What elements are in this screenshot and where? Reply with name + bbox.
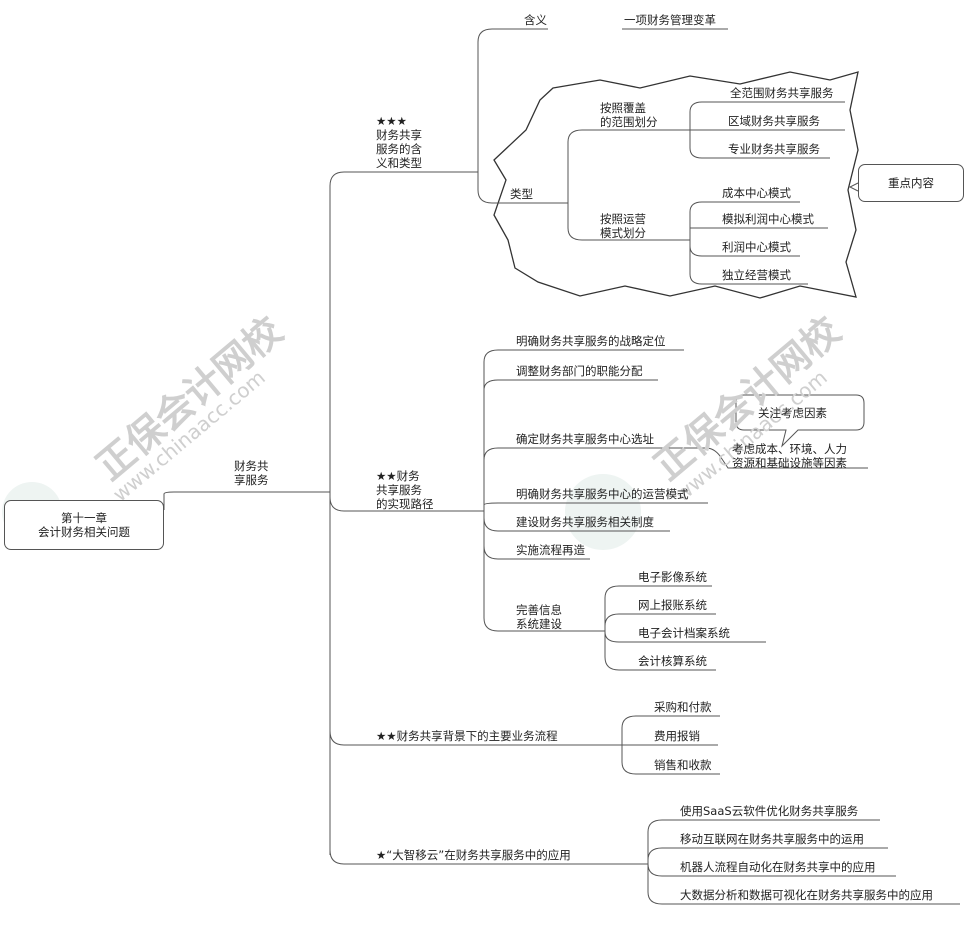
meaning-label[interactable]: 含义	[524, 13, 547, 27]
branch-path[interactable]: ★★财务 共享服务 的实现路径	[376, 469, 434, 511]
info-system-label[interactable]: 完善信息 系统建设	[516, 603, 562, 631]
by-scope-label[interactable]: 按照覆盖 的范围划分	[600, 101, 658, 129]
path-item[interactable]: 实施流程再造	[516, 543, 585, 557]
tech-item[interactable]: 大数据分析和数据可视化在财务共享服务中的应用	[680, 888, 933, 902]
site-note-text: 考虑成本、环境、人力 资源和基础设施等因素	[732, 442, 847, 470]
process-item[interactable]: 采购和付款	[654, 700, 712, 714]
callout-box: 重点内容	[858, 164, 964, 202]
site-note-bubble: 关注考虑因素	[758, 406, 827, 420]
branch-meaning-types[interactable]: ★★★ 财务共享 服务的含 义和类型	[376, 114, 422, 170]
tech-item[interactable]: 使用SaaS云软件优化财务共享服务	[680, 804, 859, 818]
watermark-logo-right	[565, 474, 641, 550]
operation-item[interactable]: 独立经营模式	[722, 268, 791, 282]
types-label[interactable]: 类型	[510, 187, 533, 201]
path-item[interactable]: 建设财务共享服务相关制度	[516, 515, 654, 529]
branch-processes[interactable]: ★★财务共享背景下的主要业务流程	[376, 729, 558, 743]
scope-item[interactable]: 全范围财务共享服务	[730, 86, 834, 100]
path-item[interactable]: 明确财务共享服务中心的运营模式	[516, 487, 689, 501]
info-system-item[interactable]: 电子影像系统	[638, 570, 707, 584]
operation-item[interactable]: 利润中心模式	[722, 240, 791, 254]
info-system-item[interactable]: 网上报账系统	[638, 598, 707, 612]
level1-label[interactable]: 财务共 享服务	[234, 459, 269, 487]
highlight-cloud	[493, 71, 859, 299]
by-operation-label[interactable]: 按照运营 模式划分	[600, 212, 646, 240]
tech-item[interactable]: 机器人流程自动化在财务共享中的应用	[680, 860, 876, 874]
scope-item[interactable]: 专业财务共享服务	[728, 142, 820, 156]
path-item[interactable]: 明确财务共享服务的战略定位	[516, 334, 666, 348]
branch-tech[interactable]: ★“大智移云”在财务共享服务中的应用	[376, 848, 571, 862]
tech-item[interactable]: 移动互联网在财务共享服务中的运用	[680, 832, 864, 846]
meaning-value[interactable]: 一项财务管理变革	[624, 13, 716, 27]
path-item[interactable]: 确定财务共享服务中心选址	[516, 432, 654, 446]
path-item[interactable]: 调整财务部门的职能分配	[516, 364, 643, 378]
scope-item[interactable]: 区域财务共享服务	[728, 114, 820, 128]
operation-item[interactable]: 成本中心模式	[722, 186, 791, 200]
operation-item[interactable]: 模拟利润中心模式	[722, 212, 814, 226]
process-item[interactable]: 销售和收款	[654, 758, 712, 772]
info-system-item[interactable]: 电子会计档案系统	[638, 626, 730, 640]
speech-bubble	[735, 394, 865, 448]
process-item[interactable]: 费用报销	[654, 729, 700, 743]
root-node[interactable]: 第十一章 会计财务相关问题	[4, 500, 164, 550]
info-system-item[interactable]: 会计核算系统	[638, 654, 707, 668]
